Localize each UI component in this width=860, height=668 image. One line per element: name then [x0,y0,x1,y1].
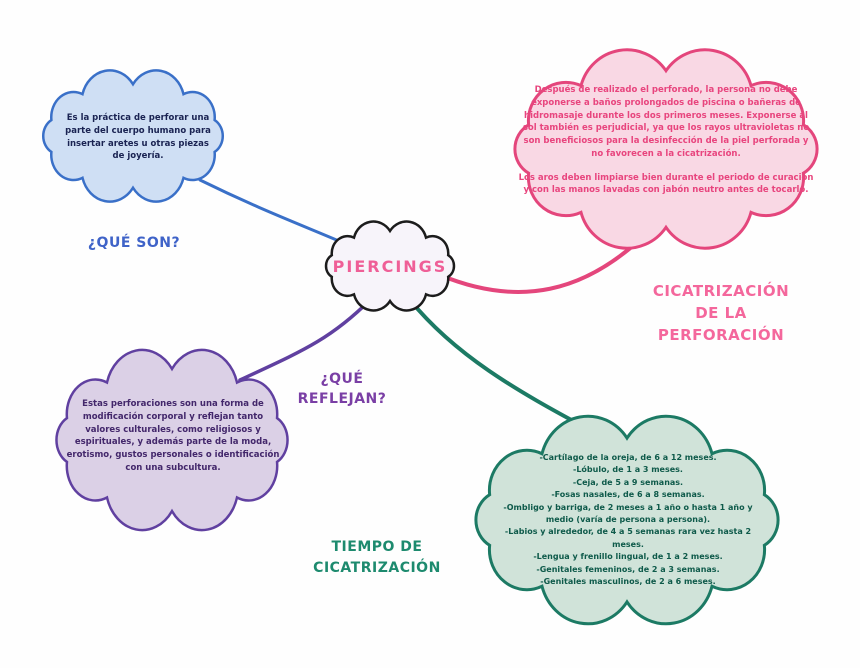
connector-cicatrizacion [438,233,647,294]
connector-tiempo [408,298,592,432]
cloud-tiempo-shape [476,416,778,624]
tiempo-list-item: -Genitales femeninos, de 2 a 3 semanas. [536,564,720,574]
que-reflejan-text: Estas perforaciones son una forma de mod… [66,399,280,473]
cloud-cicatrizacion-shape [515,50,817,248]
connector-que-reflejan [238,298,372,382]
que-son-branch-label: ¿QUÉ SON? [87,235,181,251]
cloud-que-son-shape [43,70,223,201]
connector-que-son [198,178,362,252]
cicatrizacion-paragraph: Los aros deben limpiarse bien durante el… [518,172,814,196]
tiempo-list: -Cartílago de la oreja, de 6 a 12 meses.… [502,452,754,588]
cloud-que-reflejan-shape [56,350,287,530]
cicatrizacion-paragraph: Después de realizado el perforado, la pe… [522,85,810,159]
tiempo-list-item: -Genitales masculinos, de 2 a 6 meses. [540,576,716,586]
tiempo-list-item: -Labios y alrededor, de 4 a 5 semanas ra… [504,527,752,549]
cloud-central-shape [326,222,454,311]
cicatrizacion-text: Después de realizado el perforado, la pe… [518,84,814,197]
tiempo-list-item: -Fosas nasales, de 6 a 8 semanas. [551,490,705,500]
tiempo-list-item: -Lengua y frenillo lingual, de 1 a 2 mes… [533,552,723,562]
tiempo-branch-label: TIEMPO DE CICATRIZACIÓN [313,539,441,576]
tiempo-list-item: -Cartílago de la oreja, de 6 a 12 meses. [539,453,717,462]
tiempo-list-item: -Ombligo y barriga, de 2 meses a 1 año o… [503,502,753,524]
tiempo-list-item: -Ceja, de 5 a 9 semanas. [572,477,684,487]
que-reflejan-branch-label: ¿QUÉ REFLEJAN? [297,371,387,407]
tiempo-list-item: -Lóbulo, de 1 a 3 meses. [573,465,683,475]
que-son-text: Es la práctica de perforar una parte del… [65,113,211,162]
central-topic-label: PIERCINGS [332,257,448,276]
cicatrizacion-branch-label: CICATRIZACIÓN DE LA PERFORACIÓN [652,282,790,344]
